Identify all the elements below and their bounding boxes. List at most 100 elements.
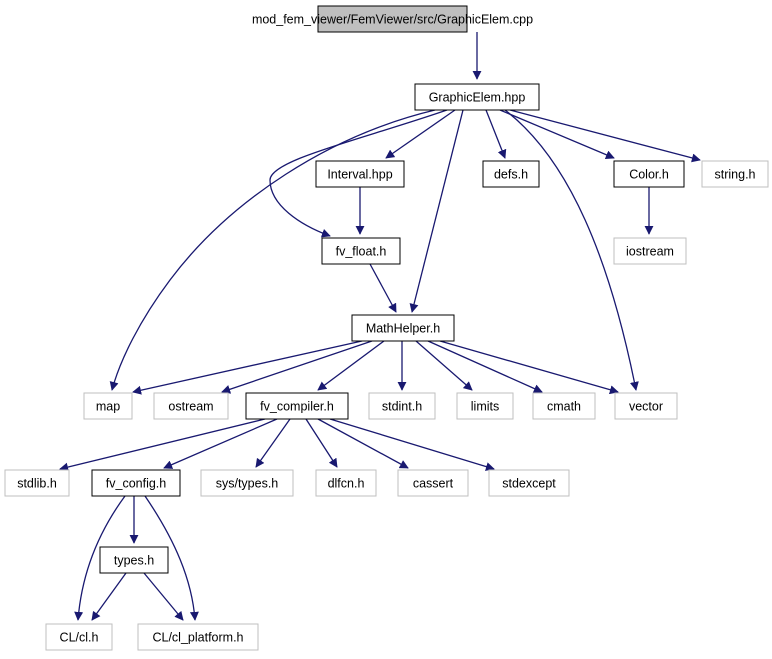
node-label: fv_float.h (336, 245, 387, 259)
node-label: stdexcept (502, 477, 556, 491)
node-label: map (96, 400, 120, 414)
node-vector: vector (614, 392, 678, 420)
edge-graphicelem-hpp-to-vector (504, 109, 639, 391)
node-box (99, 546, 169, 574)
edge-graphicelem-hpp-to-map (109, 109, 436, 391)
node-box (4, 469, 70, 497)
edge-graphicelem-hpp-to-color-h (499, 109, 615, 160)
node-label: cmath (547, 400, 581, 414)
edge-mathhelper-h-to-cmath (427, 340, 543, 393)
node-sys-types-h: sys/types.h (200, 469, 294, 497)
edge-fv-compiler-h-to-stdexcept (329, 418, 495, 471)
node-box (613, 237, 687, 265)
node-types-h[interactable]: types.h (99, 546, 169, 574)
node-box (315, 469, 377, 497)
edge-fv-float-h-to-mathhelper-h (369, 263, 397, 313)
node-ostream: ostream (153, 392, 229, 420)
node-label: Color.h (629, 168, 669, 182)
node-label: stdint.h (382, 400, 422, 414)
node-box (701, 160, 769, 188)
node-box (368, 392, 436, 420)
node-map: map (83, 392, 133, 420)
edge-mathhelper-h-to-limits (415, 340, 473, 391)
node-mathhelper-h[interactable]: MathHelper.h (351, 314, 455, 342)
node-box (488, 469, 570, 497)
node-label: iostream (626, 245, 674, 259)
node-label: cassert (413, 477, 454, 491)
node-label: string.h (715, 168, 756, 182)
node-label: sys/types.h (216, 477, 279, 491)
node-label: dlfcn.h (328, 477, 365, 491)
node-string-h: string.h (701, 160, 769, 188)
node-label: defs.h (494, 168, 528, 182)
node-graphicelem-hpp[interactable]: GraphicElem.hpp (414, 83, 540, 111)
node-label: stdlib.h (17, 477, 57, 491)
edge-graphicelem-hpp-to-fv-float-h (269, 109, 448, 238)
edge-graphicelem-hpp-to-defs-h (485, 109, 507, 159)
node-box (614, 392, 678, 420)
node-graphicelem-cpp[interactable]: mod_fem_viewer/FemViewer/src/GraphicElem… (252, 5, 533, 33)
node-label: vector (629, 400, 663, 414)
edge-graphicelem-hpp-to-string-h (509, 109, 701, 163)
edge-mathhelper-h-to-vector (439, 340, 619, 395)
node-fv-compiler-h[interactable]: fv_compiler.h (245, 392, 349, 420)
edge-graphicelem-hpp-to-interval-hpp (385, 109, 456, 159)
node-label: types.h (114, 554, 154, 568)
edge-fv-compiler-h-to-cassert (317, 418, 409, 469)
node-cassert: cassert (397, 469, 469, 497)
node-label: mod_fem_viewer/FemViewer/src/GraphicElem… (252, 13, 533, 27)
node-defs-h[interactable]: defs.h (482, 160, 540, 188)
node-box (200, 469, 294, 497)
edge-fv-compiler-h-to-fv-config-h (163, 418, 278, 469)
node-label: ostream (168, 400, 213, 414)
node-box (83, 392, 133, 420)
node-box (532, 392, 596, 420)
node-box (245, 392, 349, 420)
node-box (321, 237, 401, 265)
node-box (482, 160, 540, 188)
edge-mathhelper-h-to-ostream (221, 340, 373, 394)
node-box (317, 5, 468, 33)
node-stdlib-h: stdlib.h (4, 469, 70, 497)
node-label: GraphicElem.hpp (429, 91, 526, 105)
edge-fv-compiler-h-to-stdlib-h (59, 418, 266, 472)
edge-fv-config-h-to-cl-h (74, 495, 126, 621)
node-fv-config-h[interactable]: fv_config.h (91, 469, 181, 497)
node-box (137, 623, 259, 651)
edge-mathhelper-h-to-fv-compiler-h (317, 340, 385, 391)
node-label: fv_compiler.h (260, 400, 334, 414)
node-limits: limits (456, 392, 514, 420)
node-label: fv_config.h (106, 477, 167, 491)
nodes-layer: mod_fem_viewer/FemViewer/src/GraphicElem… (4, 5, 769, 651)
node-cmath: cmath (532, 392, 596, 420)
node-dlfcn-h: dlfcn.h (315, 469, 377, 497)
node-label: Interval.hpp (327, 168, 392, 182)
node-label: CL/cl_platform.h (152, 631, 243, 645)
node-cl-platform-h: CL/cl_platform.h (137, 623, 259, 651)
node-label: CL/cl.h (60, 631, 99, 645)
node-box (397, 469, 469, 497)
node-color-h[interactable]: Color.h (613, 160, 685, 188)
node-stdexcept: stdexcept (488, 469, 570, 497)
node-label: limits (471, 400, 499, 414)
edge-fv-compiler-h-to-sys-types-h (255, 418, 291, 468)
node-box (153, 392, 229, 420)
edge-types-h-to-cl-h (91, 572, 127, 621)
edge-graphicelem-hpp-to-mathhelper-h (409, 109, 464, 313)
node-box (351, 314, 455, 342)
node-cl-h: CL/cl.h (45, 623, 113, 651)
edge-fv-config-h-to-cl-platform-h (144, 495, 199, 621)
node-stdint-h: stdint.h (368, 392, 436, 420)
edges-layer (59, 32, 701, 621)
node-box (91, 469, 181, 497)
node-interval-hpp[interactable]: Interval.hpp (315, 160, 405, 188)
edge-fv-compiler-h-to-dlfcn-h (305, 418, 338, 468)
node-box (456, 392, 514, 420)
node-box (414, 83, 540, 111)
edge-mathhelper-h-to-map (132, 340, 363, 395)
node-box (315, 160, 405, 188)
node-iostream: iostream (613, 237, 687, 265)
node-label: MathHelper.h (366, 322, 440, 336)
node-fv-float-h[interactable]: fv_float.h (321, 237, 401, 265)
